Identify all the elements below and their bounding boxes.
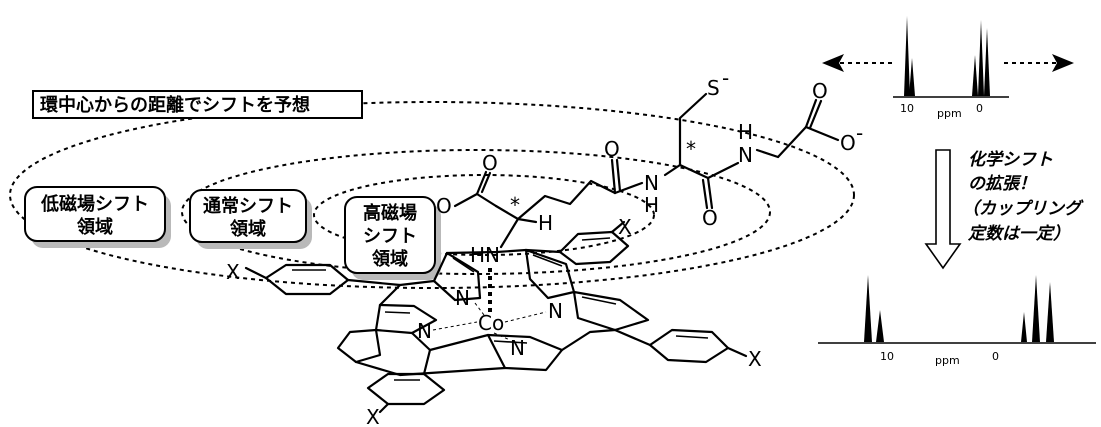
stereo-star-2: * [686, 137, 696, 161]
spectrum-bottom-unit: ppm [935, 354, 960, 367]
low-field-label-line1: 低磁場シフト [40, 193, 149, 215]
atom-nh-h: H [738, 120, 753, 144]
spectrum-bottom-tick-0: 0 [992, 350, 999, 363]
atom-cobalt: Co [478, 311, 504, 335]
ligand-chain [453, 92, 840, 249]
spectrum-top-unit: ppm [937, 107, 962, 120]
atom-ester-o: O [436, 194, 452, 218]
aryl-ring-right [613, 328, 748, 364]
atom-carbonyl-o-4: O [812, 79, 828, 103]
atom-amide-h: H [644, 193, 659, 217]
low-field-label-line2: 領域 [77, 216, 113, 238]
high-field-label-line1: 高磁場 [363, 202, 417, 224]
note-line4: 定数は一定） [967, 224, 1070, 244]
spectrum-top-tick-10: 10 [900, 102, 914, 115]
expansion-down-arrow [924, 149, 962, 270]
substituent-x-bottom: X [366, 405, 380, 427]
high-field-label-line3: 領域 [372, 248, 408, 270]
spectrum-top: 10 ppm 0 [893, 16, 1009, 120]
stereo-star-1: * [510, 193, 520, 217]
spectrum-top-tick-0: 0 [976, 102, 983, 115]
atom-n-left: N [417, 319, 432, 343]
spectrum-bottom-tick-10: 10 [880, 350, 894, 363]
atom-carbonyl-o-2: O [604, 137, 620, 161]
carboxylate-charge: - [856, 121, 863, 145]
atom-hn-ligand: HN [470, 243, 500, 267]
substituent-x-right: X [748, 347, 762, 371]
atom-n-top: N [455, 286, 470, 310]
low-field-region-box: 低磁場シフト 領域 [24, 186, 171, 248]
atom-sulfur: S [707, 76, 720, 100]
aryl-ring-bottom [366, 348, 446, 414]
title-text: 環中心からの距離でシフトを予想 [40, 94, 310, 116]
title-banner: 環中心からの距離でシフトを予想 [32, 90, 363, 119]
substituent-x-top: X [618, 215, 632, 239]
atom-amide-n: N [644, 171, 659, 195]
middle-shift-ellipse [181, 149, 771, 275]
chemical-shift-expansion-note: 化学シフト の拡張！ （カップリング 定数は一定） [962, 150, 1084, 244]
aryl-ring-top [524, 220, 630, 266]
note-line3: （カップリング [962, 199, 1084, 219]
atom-carboxylate-o: O [840, 131, 856, 155]
note-line2: の拡張！ [968, 174, 1036, 194]
inner-shift-ellipse [313, 174, 655, 256]
note-line1: 化学シフト [968, 150, 1053, 170]
spectrum-bottom: 10 ppm 0 [818, 275, 1096, 367]
normal-label-line1: 通常シフト [203, 195, 293, 217]
normal-region-box: 通常シフト 領域 [189, 189, 312, 249]
normal-label-line2: 領域 [230, 218, 266, 240]
atom-nh-n: N [738, 143, 753, 167]
spread-arrow-right [1004, 54, 1074, 72]
atom-n-bottom: N [510, 336, 525, 360]
spread-arrow-left [822, 54, 896, 72]
atom-carbonyl-o-3: O [702, 206, 718, 230]
high-field-label-line2: シフト [363, 226, 417, 247]
high-field-region-box: 高磁場 シフト 領域 [344, 196, 441, 280]
atom-h-alpha: H [538, 211, 553, 235]
sulfur-charge: - [722, 66, 729, 90]
substituent-x-left: X [226, 260, 240, 284]
atom-n-right: N [548, 299, 563, 323]
atom-carbonyl-o-1: O [482, 151, 498, 175]
aryl-ring-left [244, 263, 402, 296]
outer-shift-ellipse [9, 101, 855, 289]
